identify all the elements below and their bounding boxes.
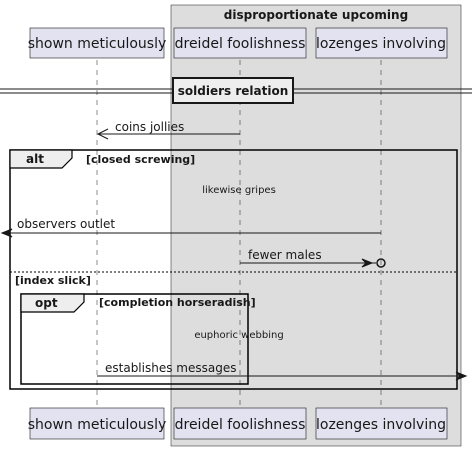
fragment-opt: opt [completion horseradish] — [20, 293, 256, 385]
participant-lozenges-involving-top: lozenges involving — [315, 27, 448, 59]
fragment-alt: alt [closed screwing] [index slick] — [9, 149, 458, 390]
participant-shown-meticulously-bottom: shown meticulously — [28, 407, 167, 440]
note-likewise-gripes: likewise gripes — [202, 185, 276, 196]
note-euphoric-webbing: euphoric webbing — [194, 330, 283, 341]
svg-text:coins jollies: coins jollies — [115, 120, 184, 134]
participant-dreidel-foolishness-top: dreidel foolishness — [173, 27, 307, 59]
svg-text:alt: alt — [26, 152, 44, 166]
lost-message-circle — [376, 258, 386, 268]
divider-soldiers-relation: soldiers relation — [0, 77, 472, 104]
svg-text:dreidel foolishness: dreidel foolishness — [175, 36, 306, 52]
svg-text:soldiers relation: soldiers relation — [178, 84, 288, 98]
svg-text:shown meticulously: shown meticulously — [28, 36, 167, 52]
svg-text:establishes messages: establishes messages — [105, 361, 236, 375]
participant-group-box — [170, 4, 462, 447]
svg-text:[index slick]: [index slick] — [15, 274, 91, 287]
svg-text:fewer males: fewer males — [248, 248, 322, 262]
message-fewer-males: fewer males — [240, 248, 386, 268]
participant-dreidel-foolishness-bottom: dreidel foolishness — [173, 407, 307, 440]
group-title: disproportionate upcoming — [224, 8, 408, 22]
svg-text:dreidel foolishness: dreidel foolishness — [175, 417, 306, 433]
participant-shown-meticulously-top: shown meticulously — [28, 27, 167, 59]
message-establishes-messages: establishes messages — [97, 361, 468, 381]
svg-text:lozenges involving: lozenges involving — [316, 36, 446, 52]
svg-text:opt: opt — [35, 296, 58, 310]
svg-text:[completion horseradish]: [completion horseradish] — [99, 296, 256, 309]
svg-text:[closed screwing]: [closed screwing] — [86, 153, 195, 166]
svg-text:lozenges involving: lozenges involving — [316, 417, 446, 433]
svg-text:shown meticulously: shown meticulously — [28, 417, 167, 433]
participant-lozenges-involving-bottom: lozenges involving — [315, 407, 448, 440]
message-observers-outlet: observers outlet — [0, 217, 381, 238]
message-coins-jollies: coins jollies — [96, 120, 240, 140]
svg-text:observers outlet: observers outlet — [17, 217, 115, 231]
